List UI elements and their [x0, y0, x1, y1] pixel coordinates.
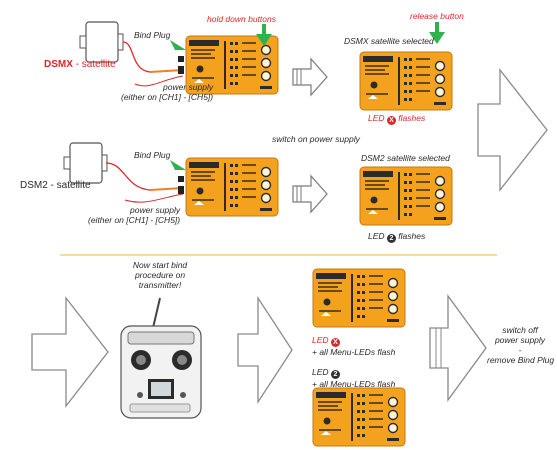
start-bind-line1: Now start bind: [130, 260, 190, 270]
led-a-prefix: LED: [312, 335, 329, 345]
led-2-flashes: LED 2 flashes: [368, 231, 425, 243]
led-a-icon: X: [331, 338, 340, 347]
dsmx-suffix: - satellite: [73, 59, 116, 70]
led-flashes-text: flashes: [398, 113, 425, 123]
release-button-label: release button: [410, 11, 464, 21]
dsm2-selected-label: DSM2 satellite selected: [361, 153, 450, 163]
led-a-rest: + all Menu-LEDs flash: [312, 347, 395, 357]
led-x-menu-label: LED X + all Menu-LEDs flash: [312, 335, 395, 357]
receiver-top-right: [360, 52, 452, 110]
led-2-menu-label: LED 2 + all Menu-LEDs flash: [312, 367, 395, 389]
arrow-bottom-middle: [238, 298, 292, 402]
arrow-bottom-left: [32, 298, 108, 406]
power-supply-top: power supply (either on [CH1] - [CH5]): [121, 82, 213, 102]
dsmx-prefix: DSMX: [44, 59, 73, 70]
start-bind-line2: procedure on: [130, 270, 190, 280]
switch-on-label: switch on power supply: [272, 134, 360, 144]
receiver-middle-left: [186, 158, 278, 216]
dsm2-satellite-box: [64, 143, 107, 183]
bind-plug-arrow-icon-2: [170, 160, 186, 170]
final-step-label: switch off power supply - remove Bind Pl…: [487, 325, 553, 365]
dsmx-selected-label: DSMX satellite selected: [344, 36, 434, 46]
power-supply-middle: power supply (either on [CH1] - [CH5]): [88, 205, 180, 225]
led-x-flashes: LED X flashes: [368, 113, 425, 125]
led-b-icon: 2: [331, 370, 340, 379]
arrow-top: [293, 59, 327, 95]
led-prefix-2: LED: [368, 231, 385, 241]
final-line3: -: [487, 345, 553, 355]
dsm2-satellite-label: DSM2 - satellite: [20, 181, 91, 191]
led-b-rest: + all Menu-LEDs flash: [312, 379, 395, 389]
transmitter-icon: [121, 298, 201, 418]
power-supply-line1: power supply: [121, 82, 213, 92]
power-supply-line2-2: (either on [CH1] - [CH5]): [88, 215, 180, 225]
start-bind-label: Now start bind procedure on transmitter!: [130, 260, 190, 290]
led-x-icon: X: [387, 116, 396, 125]
final-line4: remove Bind Plug: [487, 355, 553, 365]
led-flashes-text-2: flashes: [398, 231, 425, 241]
receiver-bottom-bottom: [313, 388, 405, 446]
final-line2: power supply: [487, 335, 553, 345]
dsmx-satellite-box: [80, 22, 123, 62]
power-supply-line2: (either on [CH1] - [CH5]): [121, 92, 213, 102]
led-b-prefix: LED: [312, 367, 329, 377]
bind-plug-label-2: Bind Plug: [134, 150, 170, 160]
led-prefix: LED: [368, 113, 385, 123]
dsmx-satellite-label: DSMX - satellite: [44, 60, 116, 70]
arrow-middle: [293, 176, 327, 212]
bind-plug-arrow-icon: [170, 40, 186, 50]
receiver-bottom-top: [313, 269, 405, 327]
start-bind-line3: transmitter!: [130, 280, 190, 290]
led-2-icon: 2: [387, 234, 396, 243]
big-arrow-right: [478, 70, 547, 190]
arrow-bottom-right: [430, 296, 486, 400]
power-supply-line1-2: power supply: [88, 205, 180, 215]
hold-buttons-label: hold down buttons: [207, 14, 276, 24]
bind-plug-label: Bind Plug: [134, 30, 170, 40]
final-line1: switch off: [487, 325, 553, 335]
receiver-middle-right: [360, 167, 452, 225]
